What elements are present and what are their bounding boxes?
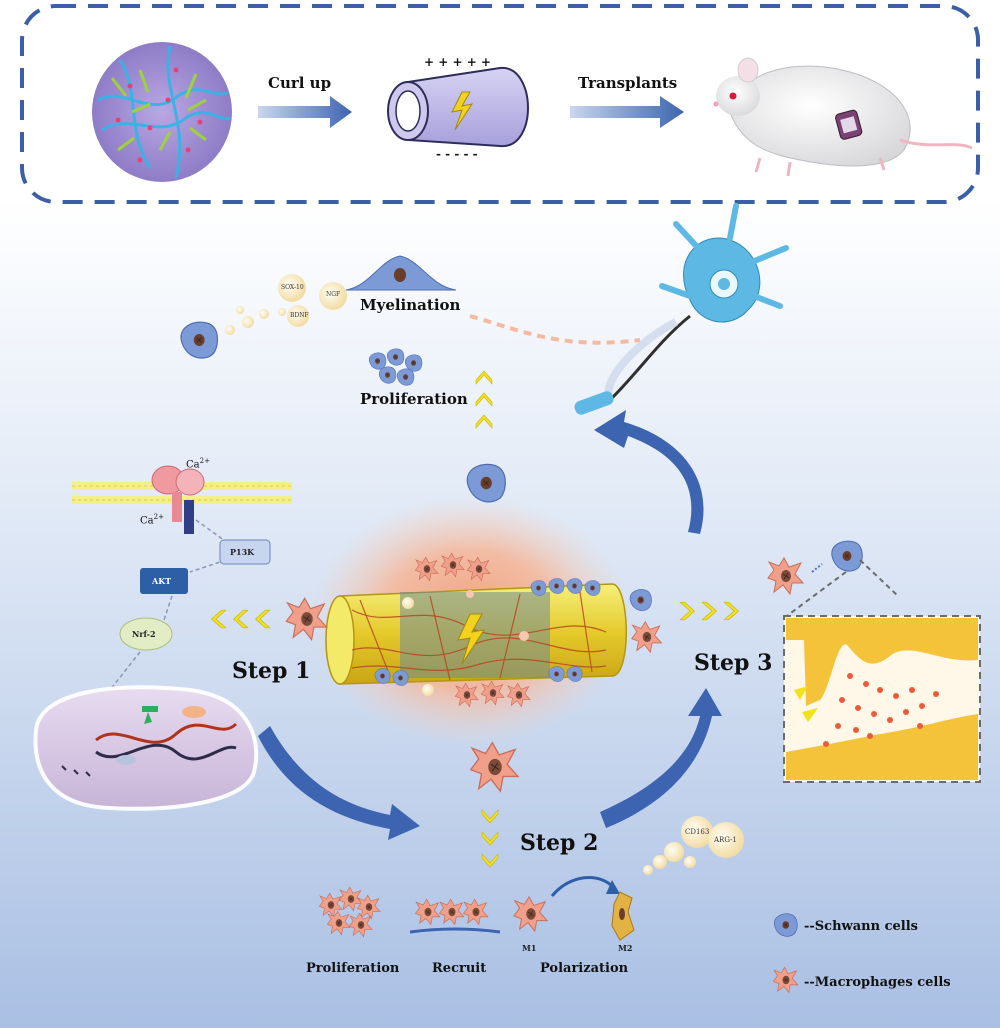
central-scaffold: [310, 495, 630, 745]
step1-label: Step 1: [232, 658, 311, 684]
cycle-arrows: [258, 410, 722, 840]
minus-marks: - - - - -: [436, 147, 478, 161]
transplants-label: Transplants: [578, 74, 678, 92]
ca-bottom-label: Ca2+: [140, 513, 164, 527]
fiber-disc: [92, 42, 232, 182]
ca-top-label: Ca2+: [186, 457, 210, 471]
rat: [713, 57, 973, 177]
legend-schwann-label: --Schwann cells: [804, 919, 918, 934]
p13k-label: P13K: [230, 547, 255, 557]
cytokine-bubbles: [643, 816, 744, 875]
akt-label: AKT: [152, 576, 172, 586]
conduit-tube: [387, 66, 530, 148]
top-panel: [20, 4, 980, 204]
ngf-label: NGF: [326, 291, 341, 298]
bottom-recruit: [409, 898, 501, 934]
transplants-arrow: [570, 96, 684, 128]
curl-up-label: Curl up: [268, 74, 332, 92]
dashed-frame: [20, 4, 980, 204]
cd163-label: CD163: [685, 828, 710, 836]
step3-label: Step 3: [694, 650, 773, 676]
recruit-label: Recruit: [432, 961, 487, 976]
neuron: [469, 203, 789, 415]
myelination-label: Myelination: [360, 296, 461, 314]
implant: [835, 109, 863, 140]
legend-macrophage-label: --Macrophages cells: [804, 975, 951, 990]
bottom-polarization: [513, 876, 635, 941]
proliferation-top-label: Proliferation: [360, 390, 468, 408]
m2-label: M2: [618, 943, 633, 953]
polarization-label: Polarization: [540, 961, 629, 976]
m1-label: M1: [522, 943, 537, 953]
nrf2-label: Nrf-2: [132, 629, 156, 639]
calcium-channel: [151, 465, 205, 534]
sox10-label: SOX-10: [281, 284, 304, 291]
akt-box: [140, 568, 188, 594]
myelination-cell: [345, 255, 457, 291]
step2-label: Step 2: [520, 830, 599, 856]
proliferation-bottom-label: Proliferation: [306, 961, 400, 976]
plus-marks: + + + + +: [424, 55, 491, 69]
p13k-box: [219, 539, 271, 565]
nucleus: [33, 685, 259, 811]
step3-zoom: [767, 540, 981, 783]
factor-bubbles: [225, 274, 347, 335]
curl-up-arrow: [258, 96, 352, 128]
bdnf-label: BDNF: [290, 312, 309, 319]
arg1-label: ARG-1: [714, 836, 737, 844]
nrf2-blob: [119, 617, 173, 651]
